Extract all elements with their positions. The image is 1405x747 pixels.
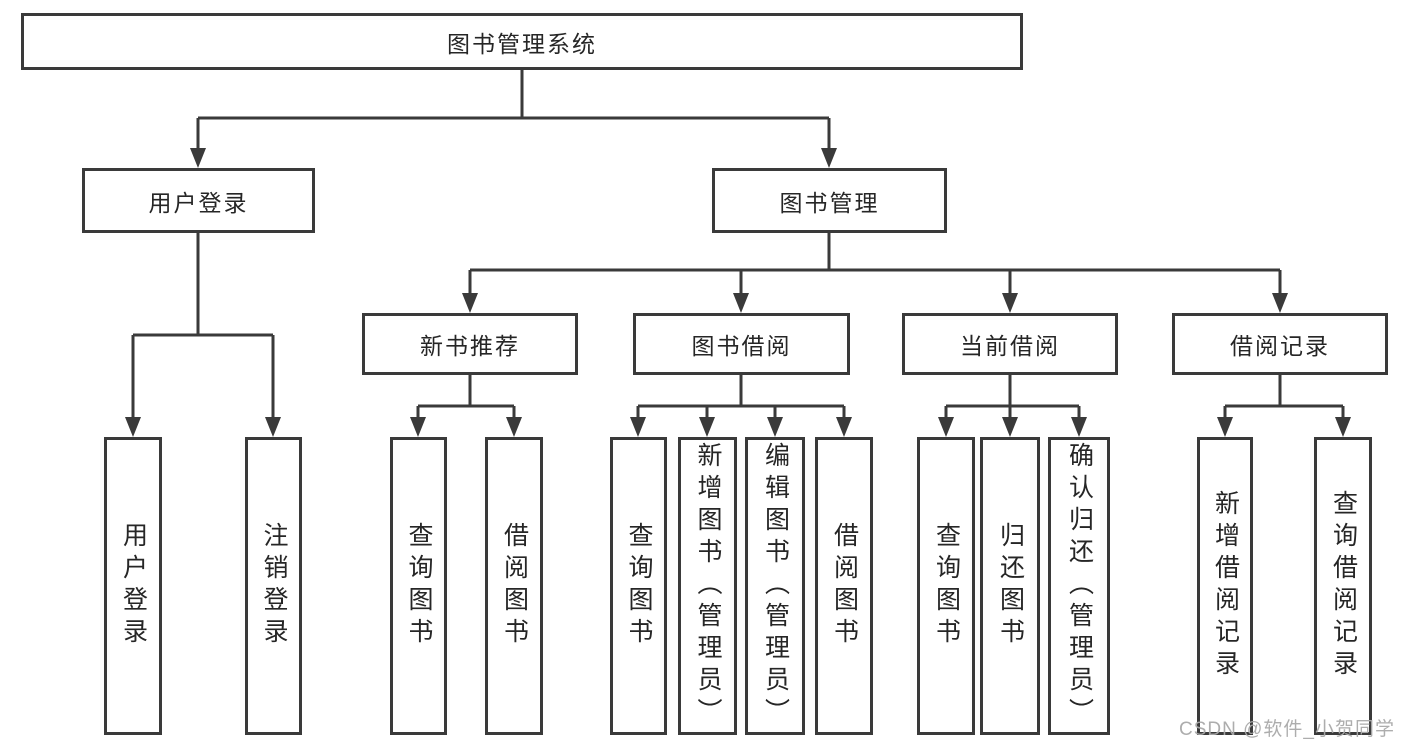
leaf-add-books-admin: 新增图书（管理员） (678, 437, 737, 735)
node-label: 借阅图书 (500, 522, 529, 650)
arrowhead-icon (265, 417, 281, 437)
leaf-query-books-current: 查询图书 (917, 437, 975, 735)
leaf-add-borrow-record: 新增借阅记录 (1197, 437, 1253, 735)
leaf-confirm-return-admin: 确认归还（管理员） (1048, 437, 1110, 735)
leaf-borrow-books: 借阅图书 (815, 437, 873, 735)
node-label: 归还图书 (996, 522, 1025, 650)
arrowhead-icon (410, 417, 426, 437)
node-label: 借阅记录 (1230, 333, 1330, 359)
arrowhead-icon (1217, 417, 1233, 437)
arrowheads (125, 148, 1351, 437)
connector-skeleton (131, 70, 1345, 419)
arrowhead-icon (1071, 417, 1087, 437)
node-current-borrowing: 当前借阅 (902, 313, 1118, 375)
leaf-query-books-borrow: 查询图书 (610, 437, 667, 735)
arrowhead-icon (821, 148, 837, 168)
arrowhead-icon (733, 293, 749, 313)
node-label: 编辑图书（管理员） (761, 442, 790, 730)
node-borrowing-records: 借阅记录 (1172, 313, 1388, 375)
arrowhead-icon (125, 417, 141, 437)
leaf-edit-books-admin: 编辑图书（管理员） (745, 437, 805, 735)
node-library-management-system: 图书管理系统 (21, 13, 1023, 70)
leaf-return-books: 归还图书 (980, 437, 1040, 735)
arrowhead-icon (630, 417, 646, 437)
node-label: 新增借阅记录 (1211, 490, 1240, 682)
leaf-logout: 注销登录 (245, 437, 302, 735)
node-label: 查询借阅记录 (1329, 490, 1358, 682)
node-label: 确认归还（管理员） (1065, 442, 1094, 730)
leaf-borrow-books-recommend: 借阅图书 (485, 437, 543, 735)
node-user-login: 用户登录 (82, 168, 315, 233)
node-book-borrowing: 图书借阅 (633, 313, 850, 375)
arrowhead-icon (1335, 417, 1351, 437)
arrowhead-icon (1002, 293, 1018, 313)
node-label: 新增图书（管理员） (694, 442, 722, 730)
arrowhead-icon (767, 417, 783, 437)
node-label: 查询图书 (405, 522, 433, 650)
node-book-management: 图书管理 (712, 168, 947, 233)
arrowhead-icon (1002, 417, 1018, 437)
node-label: 用户登录 (148, 189, 249, 216)
arrowhead-icon (506, 417, 522, 437)
watermark: CSDN @软件_小贺同学 (1179, 719, 1395, 740)
node-label: 图书借阅 (691, 333, 792, 359)
node-label: 查询图书 (625, 522, 653, 650)
leaf-user-login: 用户登录 (104, 437, 162, 735)
arrowhead-icon (938, 417, 954, 437)
node-new-book-recommendation: 新书推荐 (362, 313, 578, 375)
node-label: 图书管理 (779, 189, 880, 216)
node-label: 注销登录 (260, 522, 288, 650)
node-label: 新书推荐 (420, 333, 520, 359)
node-label: 当前借阅 (960, 333, 1060, 359)
node-label: 查询图书 (932, 522, 961, 650)
arrowhead-icon (1272, 293, 1288, 313)
arrowhead-icon (699, 417, 715, 437)
leaf-query-books-recommend: 查询图书 (390, 437, 447, 735)
leaf-query-borrow-record: 查询借阅记录 (1314, 437, 1372, 735)
arrowhead-icon (190, 148, 206, 168)
arrowhead-icon (462, 293, 478, 313)
node-label: 图书管理系统 (447, 30, 597, 57)
node-label: 用户登录 (119, 522, 148, 650)
node-label: 借阅图书 (830, 522, 859, 650)
arrowhead-icon (836, 417, 852, 437)
